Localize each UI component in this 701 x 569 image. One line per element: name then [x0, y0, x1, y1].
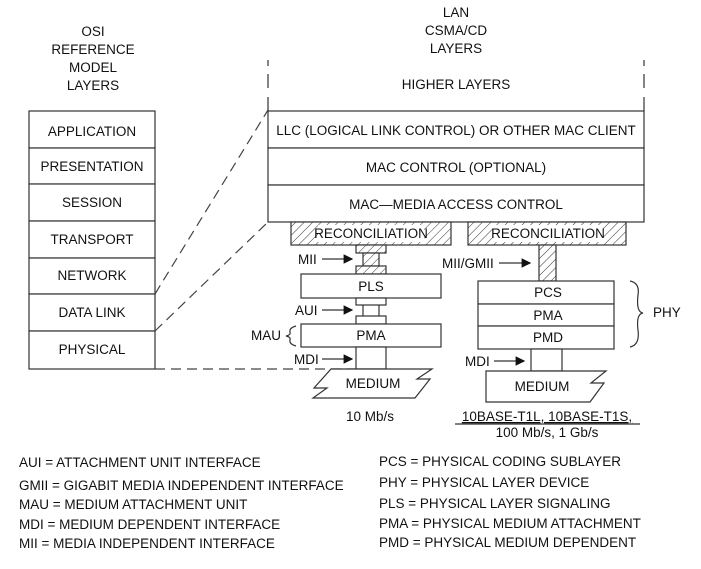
osi-layer-network — [28, 257, 156, 295]
reconciliation-label-bg — [318, 225, 424, 242]
reconciliation-label-bg — [493, 225, 603, 242]
legend-item: PMA = PHYSICAL MEDIUM ATTACHMENT — [379, 516, 641, 531]
llc-layer — [267, 110, 645, 149]
pma-right-label: PMA — [533, 308, 562, 323]
legend-item: AUI = ATTACHMENT UNIT INTERFACE — [19, 455, 261, 470]
osi-layer-label: TRANSPORT — [50, 232, 133, 247]
lan-heading-line: LAYERS — [430, 41, 482, 56]
speed-left-label: 10 Mb/s — [346, 409, 394, 424]
medium-left-label: MEDIUM — [346, 376, 401, 391]
aui-label: AUI — [295, 303, 318, 318]
legend-item: PHY = PHYSICAL LAYER DEVICE — [379, 475, 590, 490]
speed-right-label-2: 100 Mb/s, 1 Gb/s — [496, 425, 599, 440]
phy-brace-icon — [629, 280, 644, 348]
mii-label: MII — [298, 252, 317, 267]
lan-heading: LAN CSMA/CD LAYERS — [425, 5, 488, 56]
mac-layer — [267, 184, 645, 223]
reconciliation-left-label: RECONCILIATION — [314, 226, 428, 241]
pls-label: PLS — [358, 279, 384, 294]
mii-gmii-connector — [538, 244, 557, 282]
osi-layer-label: SESSION — [62, 195, 122, 210]
legend-item: MAU = MEDIUM ATTACHMENT UNIT — [19, 497, 248, 512]
medium-right — [485, 370, 608, 403]
speed-right-label: 10BASE-T1L, 10BASE-T1S, — [462, 409, 632, 424]
lan-heading-line: CSMA/CD — [425, 23, 488, 38]
reconciliation-right-label: RECONCILIATION — [491, 226, 605, 241]
osi-layer-label: PHYSICAL — [59, 342, 126, 357]
mac-layer-label: MAC—MEDIA ACCESS CONTROL — [349, 197, 563, 212]
legend-item: GMII = GIGABIT MEDIA INDEPENDENT INTERFA… — [19, 478, 344, 493]
osi-layer-label: NETWORK — [58, 268, 127, 283]
mii-connector-body — [362, 252, 380, 267]
aui-connector-top — [355, 297, 387, 306]
mac-control-layer — [267, 147, 645, 186]
mii-gmii-label: MII/GMII — [442, 256, 494, 271]
osi-heading: OSI REFERENCE MODEL LAYERS — [51, 24, 134, 93]
osi-layer-physical — [28, 330, 156, 370]
medium-right-label: MEDIUM — [515, 379, 570, 394]
mdi-connector-right — [530, 348, 563, 372]
pmd-label: PMD — [533, 330, 563, 345]
legend-item: MII = MEDIA INDEPENDENT INTERFACE — [19, 536, 275, 551]
osi-layer-label: DATA LINK — [58, 305, 125, 320]
osi-layer-stack: APPLICATION PRESENTATION SESSION TRANSPO… — [28, 110, 156, 370]
mac-control-label: MAC CONTROL (OPTIONAL) — [366, 160, 546, 175]
osi-heading-line: MODEL — [69, 60, 118, 75]
legend-item: PMD = PHYSICAL MEDIUM DEPENDENT — [379, 535, 637, 550]
lan-heading-line: LAN — [443, 5, 469, 20]
legend-item: MDI = MEDIUM DEPENDENT INTERFACE — [19, 517, 281, 532]
osi-heading-line: LAYERS — [67, 78, 119, 93]
osi-layer-application — [28, 110, 156, 149]
left-phy-stack: RECONCILIATION MII PLS AUI PMA MAU MDI M… — [251, 221, 452, 424]
osi-layer-presentation — [28, 147, 156, 185]
higher-layers-label: HIGHER LAYERS — [402, 77, 511, 92]
datalink-bottom-connector — [154, 221, 269, 332]
osi-heading-line: REFERENCE — [51, 42, 134, 57]
mdi-left-label: MDI — [294, 352, 319, 367]
osi-layer-label: PRESENTATION — [40, 159, 143, 174]
mau-label: MAU — [251, 328, 281, 343]
mii-connector-bottom — [355, 265, 387, 275]
legend-item: PLS = PHYSICAL LAYER SIGNALING — [379, 496, 611, 511]
phy-label: PHY — [653, 305, 681, 320]
osi-layer-label: APPLICATION — [48, 124, 136, 139]
pma-left-label: PMA — [356, 328, 385, 343]
legend-item: PCS = PHYSICAL CODING SUBLAYER — [379, 454, 621, 469]
medium-left — [311, 368, 434, 399]
pcs-label: PCS — [534, 285, 562, 300]
mii-connector-top — [355, 244, 387, 254]
osi-heading-line: OSI — [81, 24, 104, 39]
mdi-right-label: MDI — [465, 354, 490, 369]
mau-brace-icon — [285, 325, 297, 347]
datalink-top-connector — [154, 109, 269, 295]
right-phy-stack: RECONCILIATION MII/GMII PCS PMA PMD PHY … — [442, 221, 681, 440]
mdi-connector-left — [355, 346, 387, 370]
aui-connector-bottom — [355, 315, 387, 325]
llc-layer-label: LLC (LOGICAL LINK CONTROL) OR OTHER MAC … — [276, 123, 636, 138]
